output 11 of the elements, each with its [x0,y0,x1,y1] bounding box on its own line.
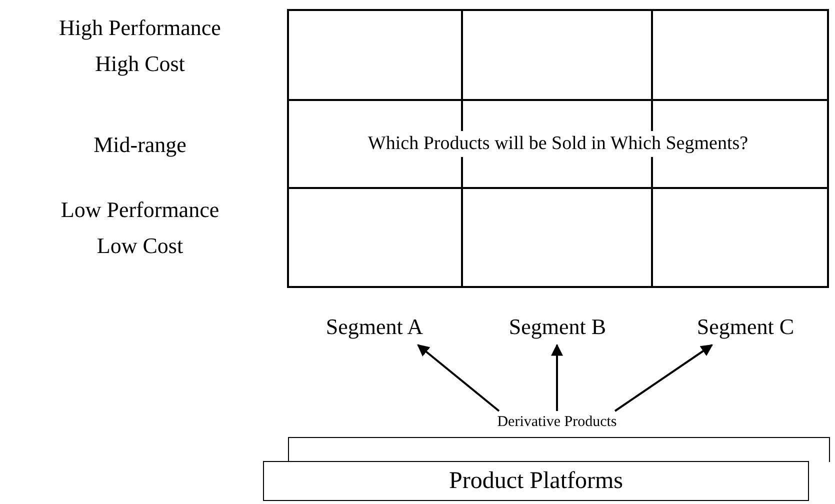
row-label: Mid-range [92,131,188,159]
derivative-products-label: Derivative Products [447,411,667,433]
segment-label: Segment C [678,308,813,345]
arrow [614,344,713,412]
segment-label: Segment A [307,308,442,345]
arrow [417,344,500,412]
product-platform-box: Product Platforms [263,461,809,501]
arrow [551,344,563,411]
segment-label: Segment B [490,308,625,345]
row-label: High Performance High Cost [58,14,222,78]
row-label: Low Performance Low Cost [60,196,220,260]
